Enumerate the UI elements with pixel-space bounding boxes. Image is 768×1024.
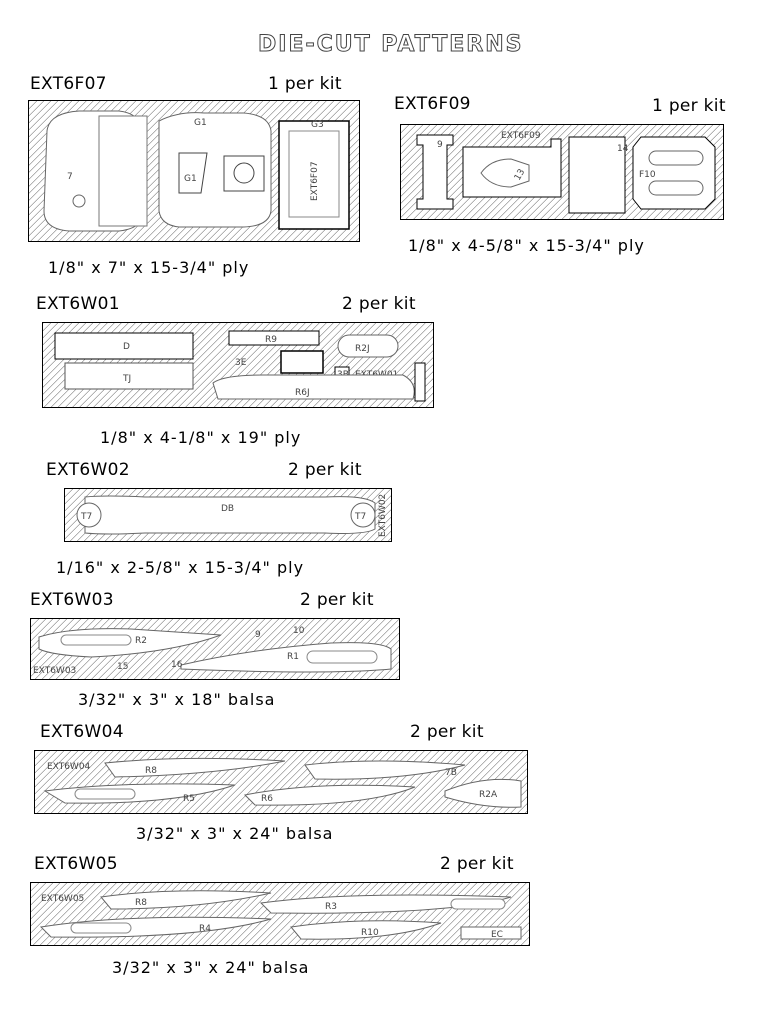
sheet-qty-ext6w04: 2 per kit (410, 722, 484, 742)
sheet-qty-ext6w02: 2 per kit (288, 460, 362, 480)
part-label: 3E (235, 358, 247, 368)
sheet-dim-ext6w04: 3/32" x 3" x 24" balsa (136, 824, 334, 843)
part-label: EXT6W03 (33, 666, 76, 676)
part-label: R9 (265, 335, 277, 345)
part-label: R6J (295, 388, 310, 398)
part-label: R3 (325, 902, 337, 912)
sheet-ext6w03-parts: R2 R1 EXT6W03 9 10 15 16 (33, 626, 392, 676)
part-label: 16 (171, 660, 183, 670)
sheet-ext6w04-parts: EXT6W04 R8 R5 R6 7B R2A (43, 757, 522, 808)
sheet-qty-ext6w01: 2 per kit (342, 294, 416, 314)
sheet-ext6w05: EXT6W05 R8 R4 R3 R10 EC (30, 882, 530, 946)
sheet-ext6w02-parts: DB T7 T7 EXT6W02 (76, 494, 388, 537)
part-label: EC (491, 930, 503, 940)
part-label: D (123, 342, 130, 352)
sheet-id-ext6w04: EXT6W04 (40, 722, 124, 742)
sheet-ext6f07: 7 G1 G1 G3 EXT6F07 (28, 100, 360, 242)
sheet-ext6w01-parts: D TJ R9 3E R2J 3B EXT6W01 R6J (54, 330, 426, 402)
sheet-id-ext6f09: EXT6F09 (394, 94, 471, 114)
part-label: R2 (135, 636, 147, 646)
part-label: R4 (199, 924, 211, 934)
part-label: R6 (261, 794, 273, 804)
page-title: DIE-CUT PATTERNS (257, 32, 524, 58)
part-label: 9 (255, 630, 261, 640)
part-label: R2A (479, 790, 498, 800)
part-label: R1 (287, 652, 299, 662)
part-label: G3 (311, 120, 324, 130)
part-label: 10 (293, 626, 305, 636)
part-label: EXT6W05 (41, 894, 84, 904)
part-label: EXT6F07 (310, 161, 320, 201)
sheet-ext6f07-parts: 7 G1 G1 G3 EXT6F07 (43, 110, 350, 232)
part-label: F10 (639, 170, 656, 180)
part-label: 15 (117, 662, 128, 672)
sheet-id-ext6w05: EXT6W05 (34, 854, 118, 874)
part-label: EXT6W04 (47, 762, 91, 772)
part-label: 14 (617, 144, 629, 154)
part-label: R2J (355, 344, 370, 354)
part-label: R8 (145, 766, 157, 776)
part-label: R8 (135, 898, 147, 908)
sheet-id-ext6w01: EXT6W01 (36, 294, 120, 314)
sheet-qty-ext6f07: 1 per kit (268, 74, 342, 94)
sheet-ext6w01: D TJ R9 3E R2J 3B EXT6W01 R6J (42, 322, 434, 408)
sheet-qty-ext6w03: 2 per kit (300, 590, 374, 610)
part-label: T7 (354, 512, 366, 522)
sheet-dim-ext6w02: 1/16" x 2-5/8" x 15-3/4" ply (56, 558, 305, 577)
sheet-dim-ext6w03: 3/32" x 3" x 18" balsa (78, 690, 276, 709)
part-label: 7B (445, 768, 457, 778)
sheet-qty-ext6f09: 1 per kit (652, 96, 726, 116)
part-label: EXT6W02 (378, 494, 388, 537)
part-label: R10 (361, 928, 379, 938)
part-label: 9 (437, 140, 443, 150)
sheet-ext6w04: EXT6W04 R8 R5 R6 7B R2A (34, 750, 528, 814)
sheet-qty-ext6w05: 2 per kit (440, 854, 514, 874)
part-label: R5 (183, 794, 195, 804)
sheet-ext6f09: EXT6F09 9 13 14 F10 (400, 124, 724, 220)
sheet-id-ext6w03: EXT6W03 (30, 590, 114, 610)
part-label: EXT6F09 (501, 131, 541, 141)
part-label: 7 (67, 172, 73, 182)
sheet-ext6w05-parts: EXT6W05 R8 R4 R3 R10 EC (39, 890, 522, 940)
part-label: TJ (122, 374, 131, 384)
part-label: DB (221, 504, 234, 514)
sheet-dim-ext6w05: 3/32" x 3" x 24" balsa (112, 958, 310, 977)
sheet-dim-ext6f09: 1/8" x 4-5/8" x 15-3/4" ply (408, 236, 645, 255)
sheet-ext6w03: R2 R1 EXT6W03 9 10 15 16 (30, 618, 400, 680)
sheet-dim-ext6f07: 1/8" x 7" x 15-3/4" ply (48, 258, 250, 277)
part-label: G1 (194, 118, 207, 128)
part-label: G1 (184, 174, 197, 184)
part-label: T7 (80, 512, 92, 522)
sheet-ext6f09-parts: EXT6F09 9 13 14 F10 (416, 131, 716, 214)
part-label: 13 (513, 168, 527, 183)
sheet-ext6w02: DB T7 T7 EXT6W02 (64, 488, 392, 542)
sheet-id-ext6w02: EXT6W02 (46, 460, 130, 480)
sheet-dim-ext6w01: 1/8" x 4-1/8" x 19" ply (100, 428, 302, 447)
sheet-id-ext6f07: EXT6F07 (30, 74, 107, 94)
